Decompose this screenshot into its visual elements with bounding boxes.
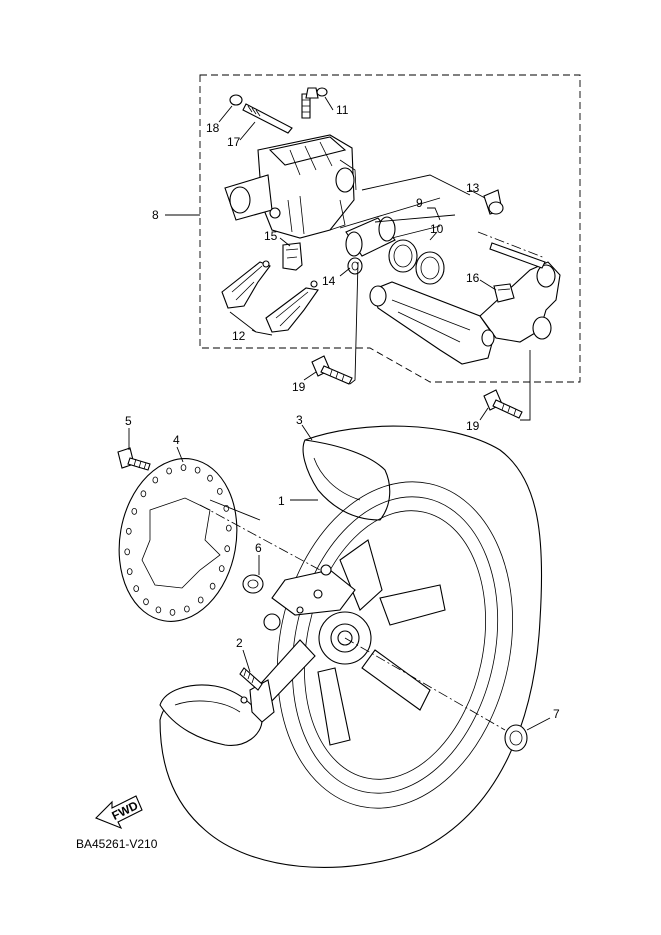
callout-8: 8 — [152, 208, 159, 222]
caliper-bracket — [369, 261, 561, 365]
pad-support-15 — [282, 242, 303, 271]
disc-hole — [126, 568, 133, 575]
callout-15: 15 — [264, 229, 278, 243]
disc-hole — [197, 596, 204, 604]
callout-2: 2 — [236, 636, 243, 650]
callout-19-lower: 19 — [466, 419, 480, 433]
callout-19-upper: 19 — [292, 380, 306, 394]
disc-hole — [224, 545, 231, 553]
callout-1: 1 — [278, 494, 285, 508]
disc-hole — [209, 582, 216, 590]
disc-hole — [184, 605, 190, 613]
callout-6: 6 — [255, 541, 262, 555]
disc-hole — [133, 585, 140, 592]
disc-hole — [131, 507, 138, 515]
callout-9: 9 — [416, 196, 423, 210]
cast-wheel — [249, 481, 514, 809]
disc-bolt — [117, 447, 151, 471]
forward-arrow-icon: FWD — [95, 795, 143, 830]
callout-14: 14 — [322, 274, 336, 288]
piston-seal — [388, 239, 418, 273]
disc-hole — [155, 606, 162, 614]
callout-3: 3 — [296, 413, 303, 427]
pin-cap — [229, 94, 243, 106]
disc-hole — [194, 466, 201, 474]
tire-valve — [239, 667, 263, 704]
callout-17: 17 — [227, 135, 241, 149]
disc-hole — [140, 490, 147, 498]
brake-caliper — [224, 134, 357, 239]
disc-hole — [152, 476, 159, 484]
disc-hole — [223, 504, 230, 512]
disc-hole — [207, 474, 213, 482]
callout-5: 5 — [125, 414, 132, 428]
disc-hole — [126, 527, 132, 535]
disc-hole — [180, 464, 187, 472]
callout-10: 10 — [430, 222, 444, 236]
callout-13: 13 — [466, 181, 480, 195]
caliper-bolt-lower — [483, 389, 523, 419]
dust-seal — [415, 251, 445, 285]
caliper-piston — [345, 216, 396, 257]
callout-12: 12 — [232, 329, 246, 343]
disc-hole — [226, 524, 232, 532]
callout-18: 18 — [206, 121, 220, 135]
disc-hole — [124, 548, 130, 556]
callout-11: 11 — [336, 103, 349, 117]
callout-4: 4 — [173, 433, 180, 447]
oil-seal — [504, 724, 528, 752]
diagram-code: BA45261-V210 — [76, 837, 158, 851]
caliper-bolt-upper — [311, 355, 353, 385]
brake-disc — [118, 458, 238, 622]
disc-hole — [218, 565, 225, 572]
seal-14 — [347, 257, 363, 275]
disc-hole — [217, 487, 223, 495]
disc-hole — [166, 467, 172, 475]
caliper-assembly-boundary — [199, 74, 581, 383]
pad-pin-bolt — [242, 103, 293, 134]
hub-nut — [242, 574, 264, 594]
disc-hole — [143, 598, 149, 606]
pad-support-16 — [493, 283, 515, 303]
brake-pad-set — [221, 260, 319, 336]
callout-7: 7 — [553, 707, 560, 721]
disc-hole — [169, 609, 176, 616]
callout-16: 16 — [466, 271, 480, 285]
bracket-pin-bolt — [483, 189, 546, 269]
bleed-screw — [301, 87, 328, 119]
